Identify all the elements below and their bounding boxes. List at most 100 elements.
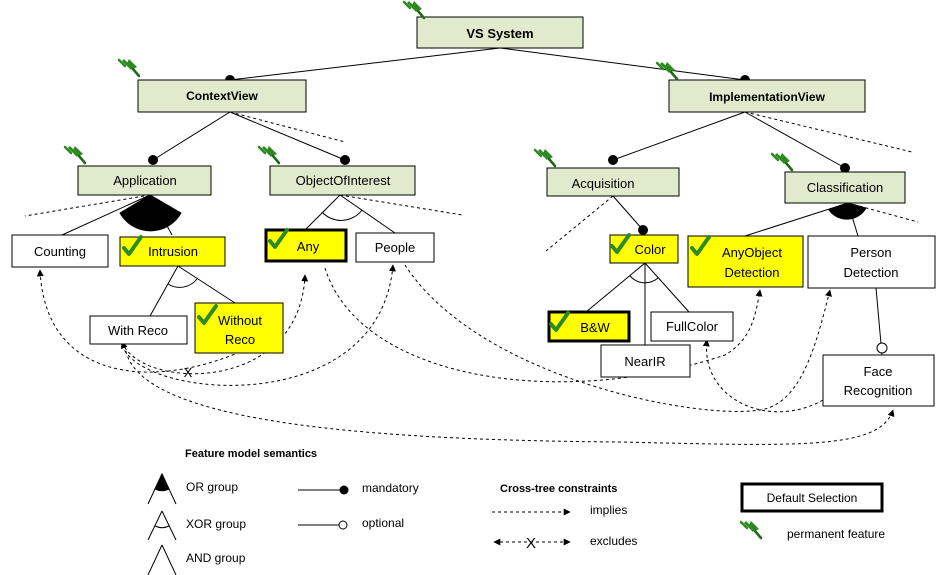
feature-application-label: Application	[113, 173, 177, 188]
pin-icon	[770, 151, 794, 172]
feature-face-recognition-label-2: Recognition	[844, 383, 913, 398]
or-group-arc-classification	[828, 202, 867, 220]
feature-any[interactable]: Any	[264, 228, 348, 263]
feature-acquisition[interactable]: Acquisition	[546, 167, 680, 197]
implies-people-persondetection	[404, 264, 832, 412]
pin-icon	[655, 60, 679, 81]
edge-ooi-people	[339, 194, 396, 234]
optional-dot-facerecognition	[876, 342, 888, 354]
legend-mandatory: mandatory	[362, 481, 419, 495]
legend-or-group: OR group	[186, 480, 238, 494]
edge-color-bw	[585, 262, 646, 313]
pin-icon	[117, 57, 141, 78]
feature-classification-label: Classification	[807, 180, 884, 195]
edge-implview-classification	[744, 111, 846, 169]
or-group-legend-icon	[147, 472, 177, 505]
feature-vs-system-label: VS System	[466, 26, 533, 41]
feature-nearir-label: NearIR	[624, 354, 665, 369]
optional-legend-dot	[338, 520, 348, 530]
mandatory-dot-application	[148, 155, 158, 165]
edge-contextview-application	[152, 111, 231, 161]
feature-with-reco-label: With Reco	[108, 323, 168, 338]
implies-to-counting	[36, 269, 241, 373]
feature-person-detection[interactable]: Person Detection	[807, 235, 936, 289]
edge-root-implementationview	[499, 47, 746, 81]
feature-without-reco-label-1: Without	[218, 313, 262, 328]
pin-icon	[739, 519, 763, 540]
xor-group-arc-ooi	[321, 209, 363, 221]
feature-people[interactable]: People	[355, 232, 435, 263]
mandatory-dot-acquisition	[608, 155, 618, 165]
feature-counting-label: Counting	[34, 244, 86, 259]
mandatory-dot-objectofinterest	[340, 155, 350, 165]
edge-acquisition-color	[612, 195, 644, 231]
feature-person-detection-label-2: Detection	[844, 265, 899, 280]
feature-fullcolor-label: FullColor	[666, 319, 719, 334]
implies-withreco-facerecognition	[124, 344, 895, 445]
pin-icon	[402, 0, 426, 20]
feature-objectofinterest[interactable]: ObjectOfInterest	[269, 165, 416, 196]
xor-group-arc-intrusion	[167, 278, 198, 288]
feature-color-label: Color	[634, 242, 666, 257]
mandatory-dot-color	[638, 225, 648, 235]
feature-objectofinterest-label: ObjectOfInterest	[296, 173, 391, 188]
edge-color-fullcolor	[644, 262, 690, 313]
cross-tree-constraints	[36, 264, 895, 445]
feature-implementationview[interactable]: ImplementationView	[668, 79, 866, 113]
feature-any-label: Any	[297, 239, 320, 254]
legend-default-selection: Default Selection	[767, 491, 858, 505]
excludes-withreco-any	[120, 274, 309, 375]
feature-classification[interactable]: Classification	[784, 171, 906, 204]
or-group-arc-application	[119, 194, 182, 232]
feature-contextview[interactable]: ContextView	[137, 79, 307, 113]
legend-implies: implies	[590, 503, 627, 517]
edge-ooi-dashed	[339, 194, 463, 216]
feature-acquisition-label: Acquisition	[572, 176, 635, 191]
edge-contextview-objectofinterest	[229, 111, 346, 161]
edge-application-counting	[61, 194, 151, 236]
feature-nearir[interactable]: NearIR	[600, 344, 691, 378]
feature-application[interactable]: Application	[77, 165, 212, 196]
feature-counting[interactable]: Counting	[11, 234, 109, 268]
edge-implview-acquisition	[612, 111, 746, 161]
feature-without-reco[interactable]: Without Reco	[194, 302, 284, 354]
edge-contextview-dashed	[229, 111, 346, 143]
legend-constraints-title: Cross-tree constraints	[500, 483, 617, 495]
feature-intrusion-label: Intrusion	[148, 244, 198, 259]
legend-and-group: AND group	[186, 551, 246, 565]
feature-with-reco[interactable]: With Reco	[89, 315, 188, 345]
implies-facerecognition-fullcolor	[702, 339, 824, 413]
mandatory-dot-classification	[840, 163, 850, 173]
group-arcs	[119, 194, 867, 288]
pin-icon	[257, 144, 281, 165]
edge-implview-dashed	[744, 111, 913, 153]
feature-color[interactable]: Color	[609, 234, 679, 264]
feature-fullcolor[interactable]: FullColor	[650, 311, 734, 342]
legend-excludes: excludes	[590, 534, 637, 548]
feature-people-label: People	[375, 240, 415, 255]
feature-anyobject-label-2: Detection	[725, 265, 780, 280]
and-group-legend-icon	[147, 544, 177, 575]
legend-permanent-feature: permanent feature	[787, 527, 885, 541]
feature-anyobject-detection[interactable]: AnyObject Detection	[687, 235, 804, 288]
implies-withreco-people	[121, 264, 396, 386]
edge-classification-anyobject	[744, 202, 849, 237]
legend-optional: optional	[362, 516, 404, 530]
edge-acquisition-dashed	[545, 195, 614, 252]
feature-anyobject-label-1: AnyObject	[722, 245, 782, 260]
feature-bw-label: B&W	[580, 320, 610, 335]
legend-excludes-mark: X	[526, 535, 536, 552]
edge-intrusion-withoutreco	[177, 265, 236, 304]
legend-semantics-title: Feature model semantics	[185, 448, 317, 460]
default-selection-legend-box	[740, 482, 884, 513]
pin-icon	[63, 144, 87, 165]
excludes-mark: X	[184, 365, 193, 380]
feature-vs-system[interactable]: VS System	[416, 16, 584, 49]
xor-group-arc-color	[629, 275, 659, 284]
feature-bw[interactable]: B&W	[547, 310, 631, 343]
edge-intrusion-withreco	[149, 265, 179, 317]
feature-face-recognition[interactable]: Face Recognition	[822, 354, 935, 407]
feature-without-reco-label-2: Reco	[225, 332, 255, 347]
feature-contextview-label: ContextView	[186, 89, 258, 103]
mandatory-legend-dot	[339, 485, 349, 495]
